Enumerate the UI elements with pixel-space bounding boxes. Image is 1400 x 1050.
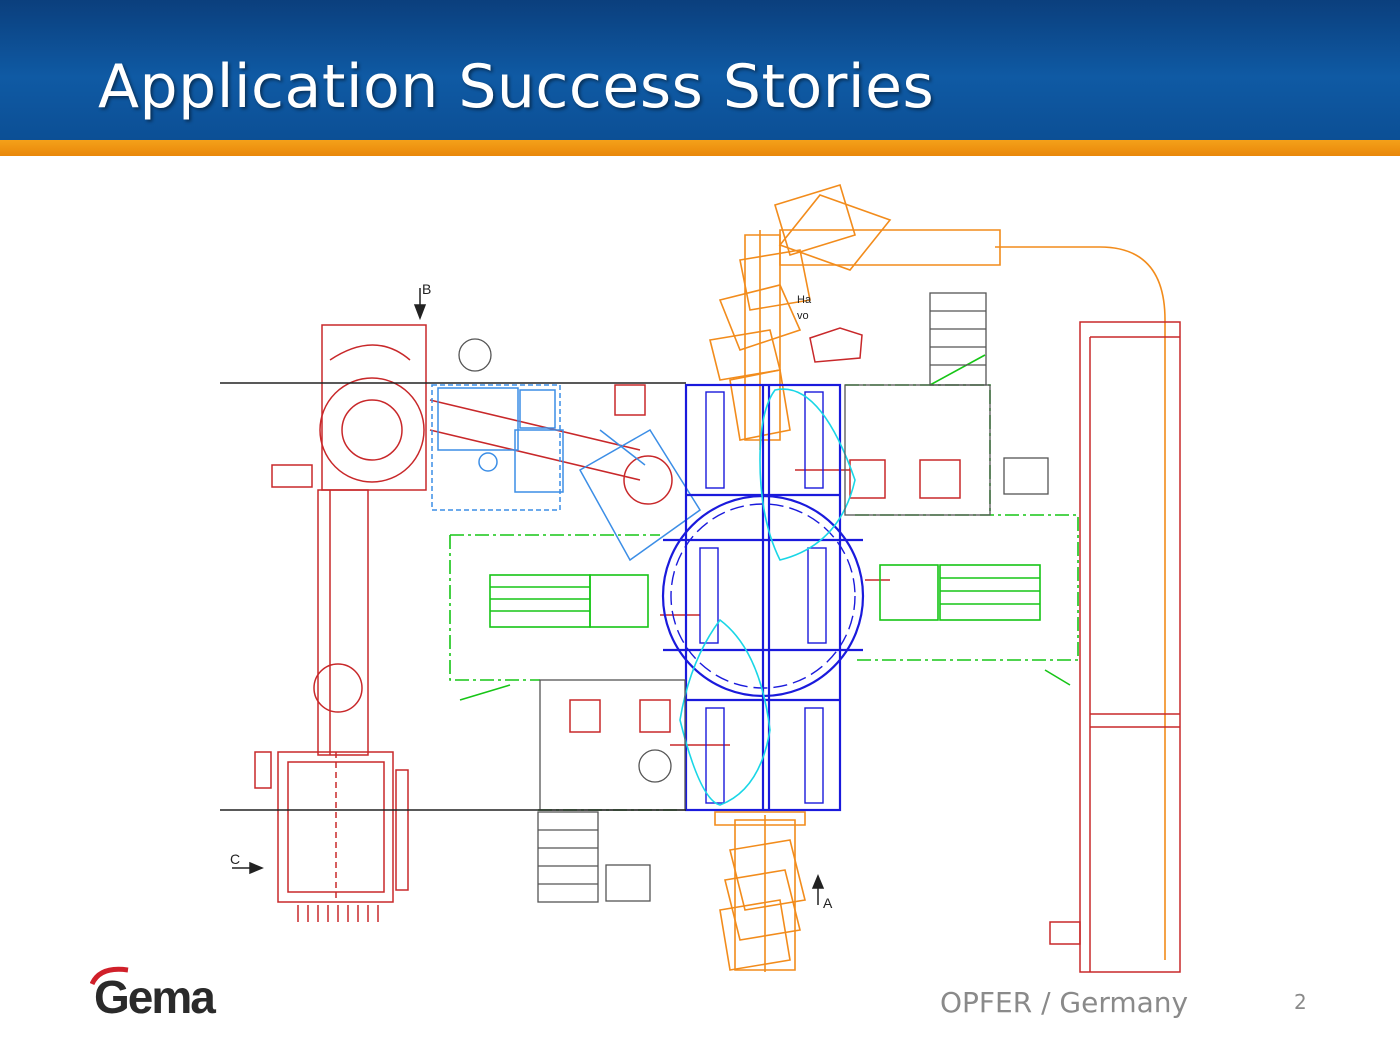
footer-caption: OPFER / Germany xyxy=(940,986,1189,1019)
header-accent-stripe xyxy=(0,140,1400,156)
red-equipment xyxy=(254,321,1181,973)
section-label-a: A xyxy=(823,895,833,911)
slide-title: Application Success Stories xyxy=(98,52,935,122)
page-number: 2 xyxy=(1294,990,1307,1014)
fragment-label-1: Ha xyxy=(797,294,812,306)
fragment-label-2: vo xyxy=(797,310,809,322)
section-label-b: B xyxy=(422,281,431,297)
header-banner xyxy=(0,0,1400,140)
cyan-part-outline xyxy=(679,388,856,806)
bottom-arrow-row xyxy=(297,905,379,922)
orange-conveyor-line xyxy=(709,183,1166,972)
section-label-c: C xyxy=(230,851,240,867)
section-lines xyxy=(220,288,825,905)
lightblue-equipment xyxy=(431,384,702,562)
blue-booth xyxy=(661,383,865,812)
logo-arc-icon xyxy=(90,966,129,986)
logo-text: Gema xyxy=(94,971,216,1023)
